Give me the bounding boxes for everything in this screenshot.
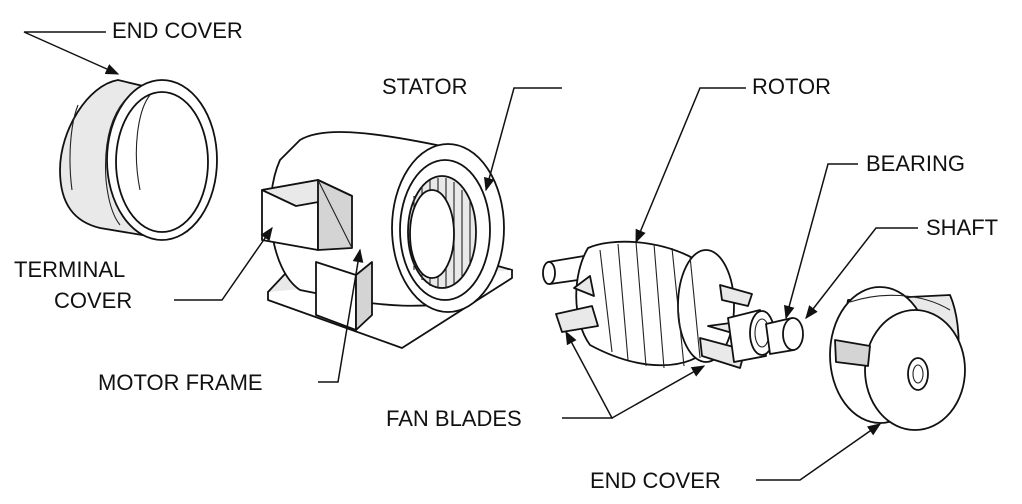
end-cover-right-part [829, 286, 966, 431]
leader-lines [23, 31, 918, 481]
label-end-cover-bottom: END COVER [590, 468, 721, 493]
label-stator: STATOR [382, 74, 468, 99]
label-terminal-line1: TERMINAL [14, 257, 126, 282]
label-end-cover-top: END COVER [112, 18, 243, 43]
label-terminal-line2: COVER [54, 288, 133, 313]
end-cover-left-part [59, 79, 218, 241]
label-fan-blades: FAN BLADES [386, 406, 522, 431]
label-rotor: ROTOR [752, 74, 832, 99]
label-bearing: BEARING [866, 151, 966, 176]
stator-part [391, 143, 505, 313]
label-shaft: SHAFT [926, 215, 999, 240]
rotor-part [542, 240, 804, 369]
label-motor-frame: MOTOR FRAME [98, 370, 263, 395]
